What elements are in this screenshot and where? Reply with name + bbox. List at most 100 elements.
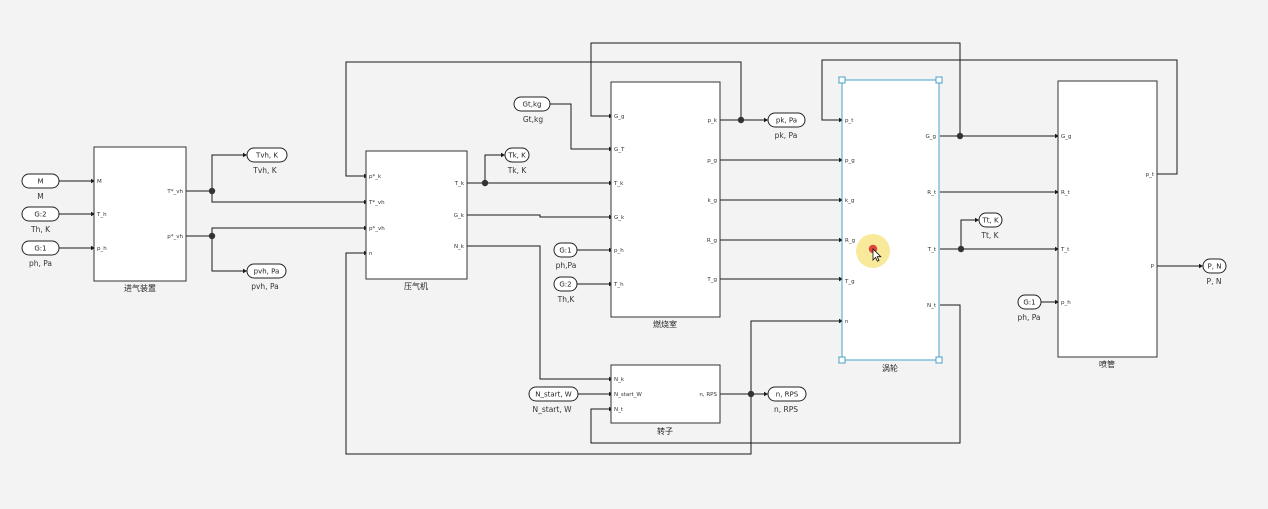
svg-text:M: M (37, 178, 43, 186)
svg-text:k_g: k_g (845, 198, 854, 204)
svg-text:T_h: T_h (96, 212, 107, 218)
svg-text:Th,K: Th,K (557, 295, 576, 304)
tag-P-N[interactable]: P, N P, N (1202, 258, 1227, 286)
signal-wires (59, 42, 1200, 455)
tag-Tt[interactable]: Tt, K Tt, K (978, 212, 1003, 240)
wire-Gt (550, 103, 610, 150)
svg-text:Th, K: Th, K (30, 225, 51, 234)
tag-G2-inlet[interactable]: G:2 Th, K (21, 206, 60, 234)
svg-text:T*_vh: T*_vh (368, 200, 385, 206)
tag-n-RPS[interactable]: n, RPS n, RPS (767, 386, 807, 414)
tag-G1-nozzle[interactable]: G:1 ph, Pa (1017, 294, 1042, 322)
svg-text:pvh, Pa: pvh, Pa (254, 268, 280, 276)
svg-text:p_t: p_t (845, 118, 854, 124)
svg-text:G_g: G_g (925, 134, 936, 140)
branch-points (208, 116, 965, 398)
svg-text:p_t: p_t (1146, 172, 1155, 178)
block-turbine[interactable]: p_t p_g k_g R_g T_g n G_g R_t T_t N_t 涡轮 (838, 76, 943, 373)
svg-text:N_k: N_k (454, 244, 465, 250)
svg-text:G:1: G:1 (559, 247, 571, 255)
arrowheads (91, 113, 1203, 412)
wire-pvh (186, 235, 244, 272)
svg-text:Tk, K: Tk, K (507, 152, 526, 160)
svg-text:k_g: k_g (708, 198, 717, 204)
svg-text:ph, Pa: ph, Pa (29, 259, 52, 268)
block-rotor[interactable]: N_k N_start_W N_t n, RPS 转子 (610, 364, 721, 436)
block-nozzle-name: 喷管 (1099, 359, 1115, 369)
svg-text:M: M (37, 192, 43, 201)
tag-Tk[interactable]: Tk, K Tk, K (504, 147, 530, 175)
tag-G1-inlet[interactable]: G:1 ph, Pa (21, 240, 60, 268)
tag-Tvh[interactable]: Tvh, K Tvh, K (246, 147, 288, 175)
svg-text:G_k: G_k (614, 215, 625, 221)
svg-text:G:2: G:2 (34, 211, 46, 219)
svg-text:P: P (1151, 264, 1155, 270)
svg-text:p_h: p_h (97, 246, 107, 252)
svg-text:Gt,kg: Gt,kg (523, 101, 542, 109)
block-compressor[interactable]: p*_k T*_vh p*_vh n T_k G_k N_k 压气机 (365, 150, 468, 291)
svg-text:p*_vh: p*_vh (369, 226, 385, 232)
svg-text:G:2: G:2 (559, 281, 571, 289)
block-inlet[interactable]: M T_h p_h T*_vh p*_vh 进气装置 (93, 146, 187, 293)
svg-text:Gt,kg: Gt,kg (523, 115, 543, 124)
svg-text:p_g: p_g (707, 158, 717, 164)
svg-text:p_h: p_h (1061, 300, 1071, 306)
svg-text:R_g: R_g (707, 238, 717, 244)
tag-Gt-kg[interactable]: Gt,kg Gt,kg (513, 96, 551, 124)
svg-text:N_start, W: N_start, W (532, 405, 572, 414)
svg-text:n, RPS: n, RPS (776, 391, 799, 399)
svg-text:p_h: p_h (614, 248, 624, 254)
tag-M[interactable]: M M (21, 173, 60, 201)
svg-text:n: n (845, 319, 849, 325)
wire-n-comp (345, 252, 752, 455)
wire-Gk (467, 214, 610, 218)
svg-text:N_t: N_t (927, 303, 937, 309)
svg-text:P, N: P, N (1208, 263, 1222, 271)
svg-text:p*_k: p*_k (369, 174, 382, 180)
svg-text:R_g: R_g (845, 238, 855, 244)
tag-G1-combustor[interactable]: G:1 ph,Pa (553, 242, 578, 270)
svg-text:T*_vh: T*_vh (166, 189, 183, 195)
svg-text:ph,Pa: ph,Pa (556, 261, 577, 270)
svg-text:Tvh, K: Tvh, K (255, 152, 278, 160)
tag-G2-combustor[interactable]: G:2 Th,K (553, 276, 578, 304)
svg-text:Tk, K: Tk, K (507, 166, 528, 175)
svg-text:Tt, K: Tt, K (981, 217, 998, 225)
tag-N-start[interactable]: N_start, W N_start, W (528, 386, 579, 414)
wire-pt (821, 59, 1178, 175)
svg-text:ph, Pa: ph, Pa (1017, 313, 1040, 322)
wire-Nt (590, 304, 961, 444)
svg-text:T_k: T_k (613, 181, 624, 187)
svg-text:T_g: T_g (706, 277, 717, 283)
svg-text:T_t: T_t (1060, 247, 1070, 253)
svg-text:N_k: N_k (614, 377, 625, 383)
svg-text:p_g: p_g (845, 158, 855, 164)
block-combustor[interactable]: G_g G_T T_k G_k p_h T_h p_k p_g k_g R_g … (610, 81, 721, 329)
wire-Nk (467, 245, 610, 380)
resize-handle-top-right (935, 76, 943, 84)
svg-text:G:1: G:1 (34, 245, 46, 253)
svg-text:G_k: G_k (454, 213, 465, 219)
block-rotor-name: 转子 (657, 426, 673, 436)
svg-text:pk, Pa: pk, Pa (776, 117, 797, 125)
svg-text:n, RPS: n, RPS (699, 392, 717, 398)
resize-handle-bottom-right (935, 356, 943, 364)
block-turbine-name: 涡轮 (882, 363, 898, 373)
block-compressor-name: 压气机 (404, 281, 428, 291)
tag-pvh[interactable]: pvh, Pa pvh, Pa (246, 263, 287, 291)
svg-text:T_t: T_t (927, 247, 937, 253)
svg-text:N_start, W: N_start, W (535, 391, 571, 399)
block-nozzle[interactable]: G_g R_t T_t p_h p_t P 喷管 (1057, 80, 1158, 369)
svg-text:pvh, Pa: pvh, Pa (251, 282, 279, 291)
svg-text:N_t: N_t (614, 407, 624, 413)
wire-Tk (467, 154, 502, 184)
tag-pk[interactable]: pk, Pa pk, Pa (767, 112, 806, 140)
svg-text:G_g: G_g (1061, 134, 1072, 140)
block-inlet-name: 进气装置 (124, 283, 156, 293)
mouse-cursor (856, 234, 890, 268)
svg-text:n, RPS: n, RPS (774, 405, 798, 414)
svg-text:P, N: P, N (1207, 277, 1222, 286)
svg-text:T_k: T_k (454, 181, 465, 187)
svg-text:R_t: R_t (1061, 190, 1071, 196)
